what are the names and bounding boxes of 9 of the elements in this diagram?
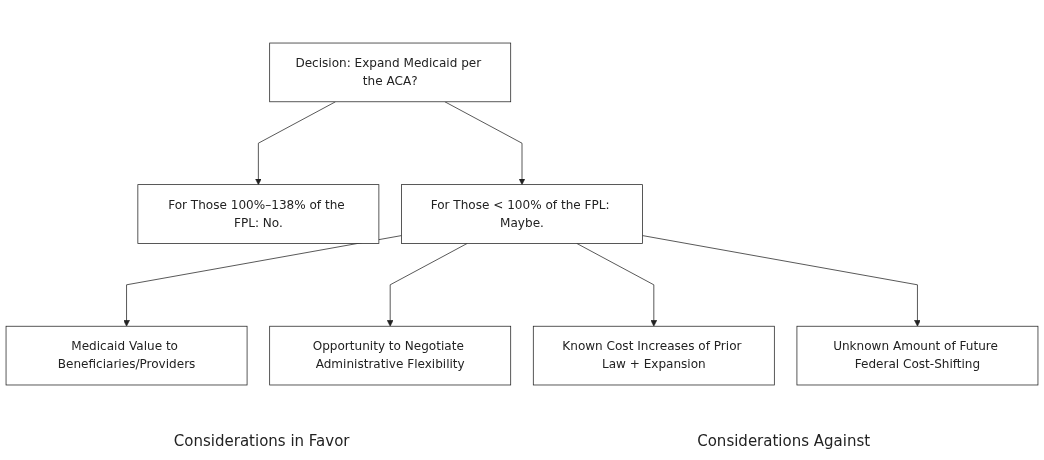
node-box: For Those < 100% of the FPL: Maybe.	[401, 184, 643, 244]
node-box: Known Cost Increases of Prior Law + Expansion	[532, 325, 775, 386]
node-box: Medicaid Value to Beneficiaries/Providers	[5, 325, 248, 386]
node-box: Opportunity to Negotiate Administrative Flexibility	[269, 325, 512, 386]
note-text: Considerations Against	[697, 432, 871, 450]
node-box: Decision: Expand Medicaid per the ACA?	[269, 42, 512, 103]
node-box: Unknown Amount of Future Federal Cost-Shifting	[796, 325, 1039, 386]
node-box: For Those 100%–138% of the FPL: No.	[137, 184, 380, 244]
note-text: Considerations in Favor	[173, 432, 350, 450]
